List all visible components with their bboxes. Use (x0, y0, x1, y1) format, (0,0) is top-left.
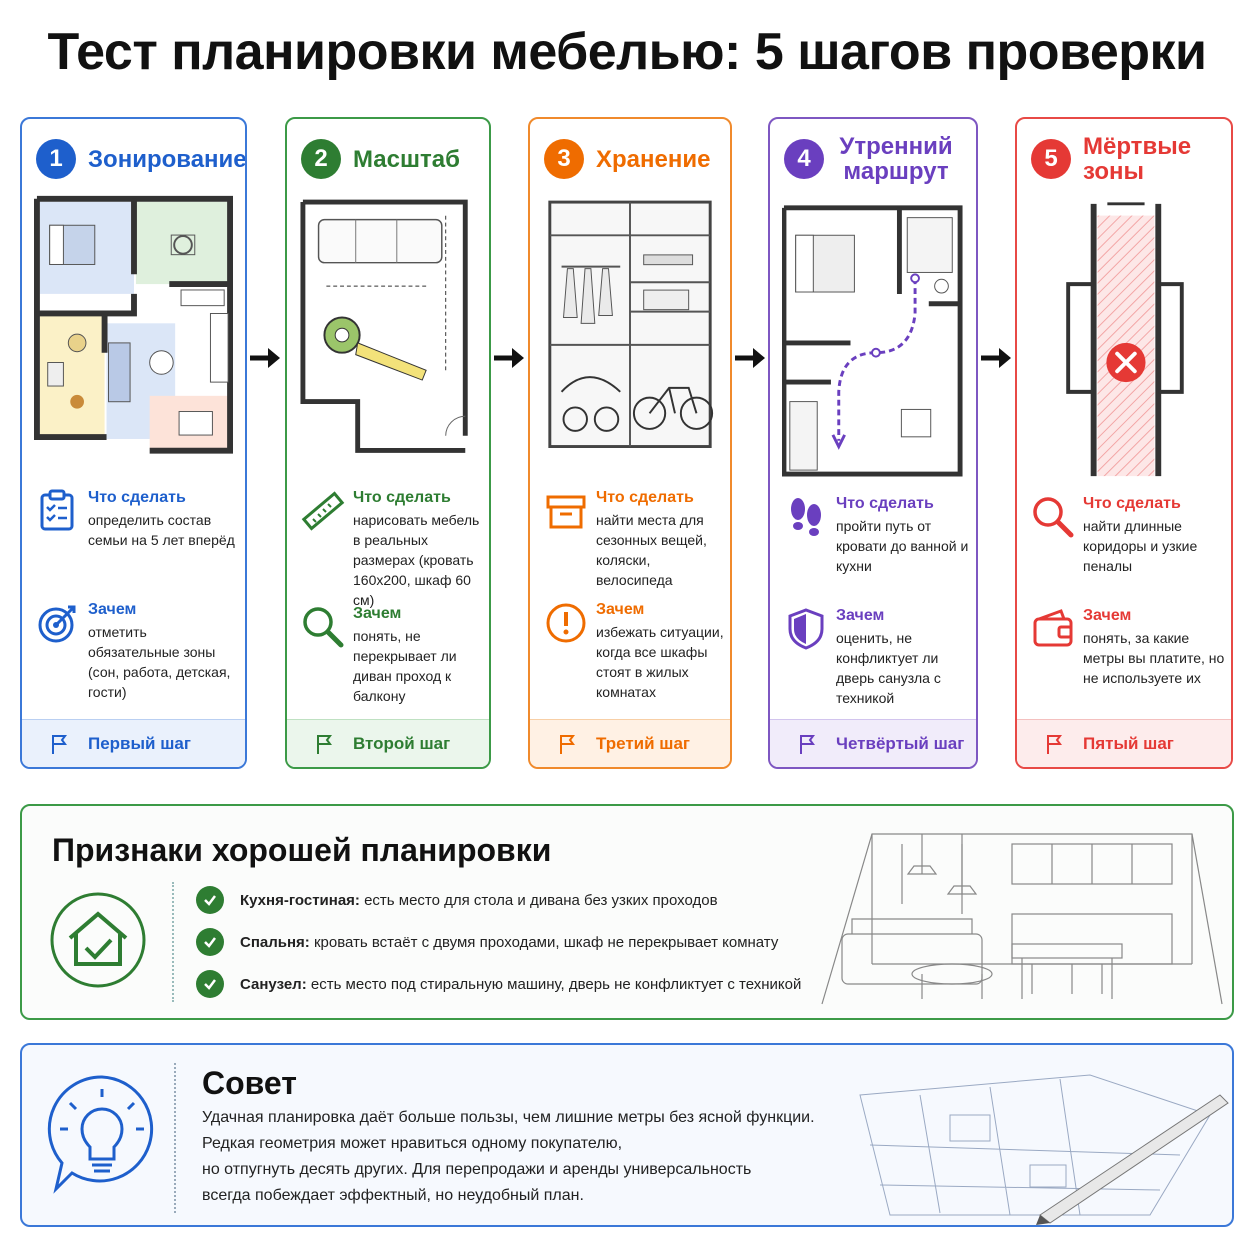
step-number-badge: 3 (544, 139, 584, 179)
flag-icon (800, 734, 815, 754)
step-footer: Первый шаг (22, 719, 245, 767)
storage-wardrobe-illustration (542, 193, 718, 483)
what-label: Что сделать (88, 489, 186, 506)
clipboard-icon (36, 489, 80, 533)
exclamation-icon (544, 601, 588, 645)
step-footer-label: Третий шаг (596, 733, 691, 753)
morning-route-floorplan-illustration (782, 193, 964, 483)
good-layout-signs-panel: Признаки хорошей планировки Кухня-гостин… (20, 804, 1234, 1020)
arrow-right-icon (981, 348, 1011, 368)
why-text: оценить, не конфликтует ли дверь санузла… (836, 630, 941, 706)
step-footer: Пятый шаг (1017, 719, 1231, 767)
step-footer-label: Первый шаг (88, 733, 191, 753)
step-card-4: 4 Утренний маршрут Что сделать пройти пу… (768, 117, 978, 769)
step-number-badge: 5 (1031, 139, 1071, 179)
why-text: избежать ситуации, когда все шкафы стоят… (596, 624, 724, 700)
step-title: Утренний маршрут (839, 133, 953, 185)
search-icon (301, 605, 345, 649)
sign-label: Санузел: (240, 975, 307, 993)
why-label: Зачем (88, 601, 137, 618)
why-label: Зачем (353, 605, 402, 622)
why-label: Зачем (1083, 607, 1132, 624)
flag-icon (560, 734, 575, 754)
what-text: найти длинные коридоры и узкие пеналы (1083, 518, 1198, 574)
page-title: Тест планировки мебелью: 5 шагов проверк… (47, 23, 1208, 81)
search-icon (1031, 495, 1075, 539)
step-card-3: 3 Хранение Что сделать найти места для с… (528, 117, 732, 769)
arrow-right-icon (735, 348, 765, 368)
check-icon (196, 970, 224, 998)
why-label: Зачем (836, 607, 885, 624)
what-text: пройти путь от кровати до ванной и кухни (836, 518, 969, 574)
what-text: найти места для сезонных вещей, коляски,… (596, 512, 707, 588)
tip-panel: Совет Удачная планировка даёт больше пол… (20, 1043, 1234, 1227)
step-card-5: 5 Мёртвые зоны Что сделать найти длинные… (1015, 117, 1233, 769)
signs-title: Признаки хорошей планировки (52, 832, 552, 868)
step-footer: Четвёртый шаг (770, 719, 976, 767)
lightbulb-icon (47, 1075, 154, 1194)
check-icon (196, 886, 224, 914)
step-footer: Третий шаг (530, 719, 730, 767)
house-check-icon (50, 892, 146, 988)
sign-text: кровать встаёт с двумя проходами, шкаф н… (309, 933, 779, 951)
step-title: Хранение (596, 145, 711, 173)
blueprint-pencil-sketch (859, 1074, 1229, 1225)
step-title: Мёртвые зоны (1083, 133, 1192, 185)
what-text: определить состав семьи на 5 лет вперёд (88, 512, 235, 548)
tip-line: Удачная планировка даёт больше пользы, ч… (202, 1109, 815, 1126)
sign-item: Санузел: есть место под стиральную машин… (196, 970, 801, 998)
sign-item: Спальня: кровать встаёт с двумя проходам… (196, 928, 778, 956)
tip-line: всегда побеждает эффектный, но неудобный… (202, 1187, 584, 1204)
step-footer-label: Второй шаг (353, 733, 451, 753)
sign-item: Кухня-гостиная: есть место для стола и д… (196, 886, 718, 914)
step-title: Зонирование (88, 145, 247, 173)
what-label: Что сделать (596, 489, 694, 506)
step-footer: Второй шаг (287, 719, 489, 767)
what-label: Что сделать (836, 495, 934, 512)
step-footer-label: Пятый шаг (1083, 733, 1174, 753)
arrow-right-icon (250, 348, 280, 368)
sign-text: есть место под стиральную машину, дверь … (306, 975, 802, 993)
box-icon (544, 489, 588, 533)
zoning-floorplan-illustration (34, 193, 233, 483)
why-text: отметить обязательные зоны (сон, работа,… (88, 624, 231, 700)
why-text: понять, не перекрывает ли диван проход к… (353, 628, 457, 704)
tip-title: Совет (202, 1065, 297, 1101)
sign-label: Спальня: (240, 933, 310, 951)
step-card-1: 1 Зонирование (20, 117, 247, 769)
what-label: Что сделать (353, 489, 451, 506)
why-label: Зачем (596, 601, 645, 618)
tip-line: но отпугнуть десять других. Для перепрод… (202, 1161, 752, 1178)
step-number-badge: 1 (36, 139, 76, 179)
why-text: понять, за какие метры вы платите, но не… (1083, 630, 1225, 686)
step-number-badge: 2 (301, 139, 341, 179)
ruler-icon (301, 489, 345, 533)
dead-zone-corridor-illustration (1029, 193, 1219, 483)
flag-icon (1047, 734, 1062, 754)
flag-icon (317, 734, 332, 754)
shield-icon (784, 607, 828, 651)
target-icon (36, 601, 80, 645)
flag-icon (52, 734, 67, 754)
step-title: Масштаб (353, 145, 460, 173)
sign-label: Кухня-гостиная: (240, 891, 360, 909)
step-footer-label: Четвёртый шаг (836, 733, 965, 753)
kitchen-living-sketch (821, 833, 1223, 1005)
what-label: Что сделать (1083, 495, 1181, 512)
tip-line: Редкая геометрия может нравиться одному … (202, 1135, 623, 1152)
sign-text: есть место для стола и дивана без узких … (359, 891, 718, 909)
step-card-2: 2 Масштаб Что сделать нарисовать мебель … (285, 117, 491, 769)
what-text: нарисовать мебель в реальных размерах (к… (353, 512, 480, 608)
arrow-right-icon (494, 348, 524, 368)
step-number-badge: 4 (784, 139, 824, 179)
check-icon (196, 928, 224, 956)
wallet-icon (1031, 607, 1075, 651)
scale-sofa-tape-illustration (299, 193, 477, 483)
footprints-icon (784, 495, 828, 539)
